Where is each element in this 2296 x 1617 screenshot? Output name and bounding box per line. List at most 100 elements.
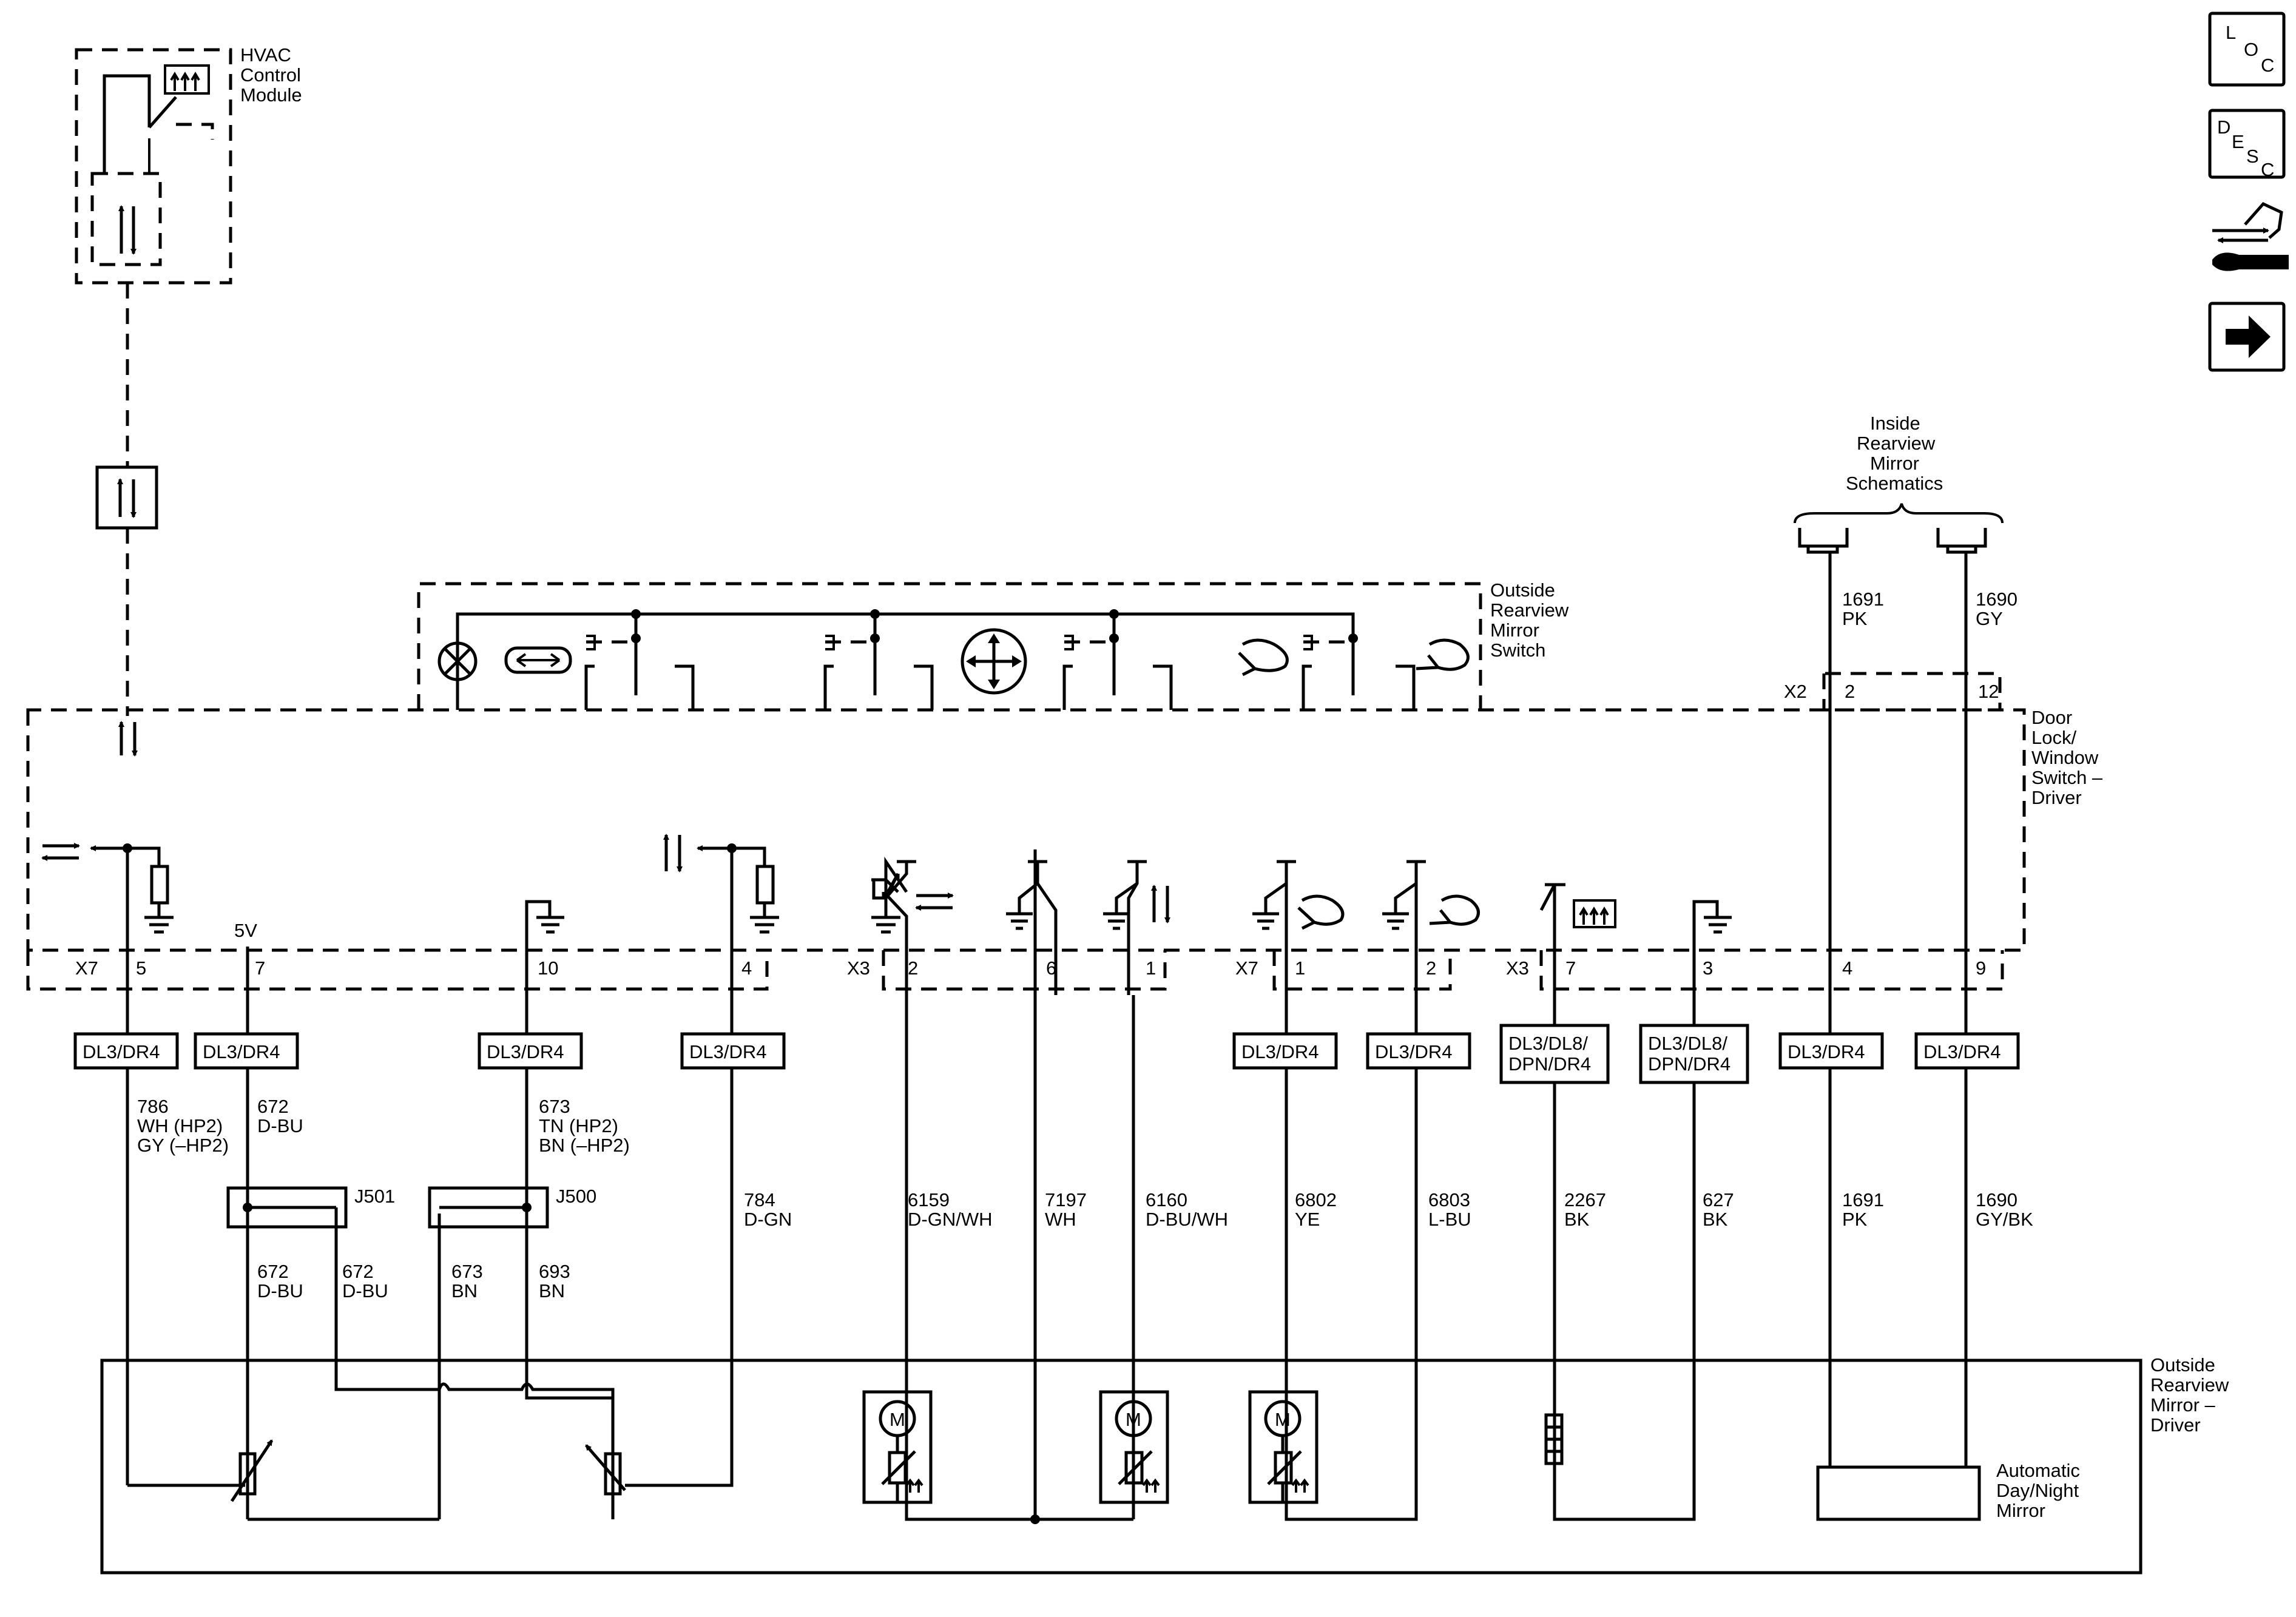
svg-text:10: 10 bbox=[538, 957, 558, 979]
outside-rearview-mirror-switch: Outside Rearview Mirror Switch bbox=[417, 579, 1574, 710]
svg-text:DL3/DL8/: DL3/DL8/ bbox=[1508, 1033, 1588, 1054]
nav-loc-button[interactable]: L O C bbox=[2208, 12, 2286, 87]
hvac-control-module-label: HVAC Control Module bbox=[240, 44, 306, 106]
x2-pin-2: 2 bbox=[1845, 681, 1855, 702]
left-right-motor: M bbox=[862, 1390, 933, 1504]
splice-j500: J500 bbox=[428, 1186, 596, 1229]
svg-text:C: C bbox=[2261, 55, 2274, 76]
hvac-control-module: HVAC Control Module bbox=[75, 44, 306, 285]
svg-text:M: M bbox=[1126, 1409, 1141, 1430]
inside-rearview-mirror-label: Inside Rearview Mirror Schematics bbox=[1846, 413, 1943, 494]
svg-text:3: 3 bbox=[1703, 957, 1713, 979]
up-down-position-icon bbox=[663, 834, 683, 873]
left-right-motor-icon bbox=[915, 893, 954, 911]
svg-text:DPN/DR4: DPN/DR4 bbox=[1508, 1053, 1591, 1075]
svg-text:M: M bbox=[890, 1409, 905, 1430]
svg-text:5: 5 bbox=[136, 957, 146, 979]
x7-connector-label-2: X7 bbox=[1235, 957, 1258, 979]
fold-in-motor-icon bbox=[1297, 894, 1345, 930]
fold-out-motor-icon bbox=[1429, 894, 1480, 926]
nav-next-button[interactable] bbox=[2208, 302, 2286, 372]
svg-text:DL3/DR4: DL3/DR4 bbox=[83, 1041, 160, 1062]
left-right-select-icon bbox=[504, 646, 572, 674]
serial-data-arrows bbox=[118, 721, 138, 757]
arrow-right-icon bbox=[2226, 316, 2271, 358]
up-down-position-sensor bbox=[585, 1444, 626, 1519]
connector-pins: 5 7 10 4 2 6 1 1 2 7 3 4 9 bbox=[136, 957, 1986, 979]
repair-tools-icon[interactable] bbox=[2212, 201, 2289, 271]
mirror-heater-element bbox=[1544, 1413, 1564, 1465]
svg-text:DL3/DR4: DL3/DR4 bbox=[1241, 1041, 1319, 1062]
svg-text:J501: J501 bbox=[354, 1186, 395, 1207]
svg-text:7: 7 bbox=[1565, 957, 1576, 979]
svg-text:1: 1 bbox=[1146, 957, 1156, 979]
door-lock-window-switch-label: Door Lock/ Window Switch – Driver bbox=[2031, 707, 2108, 808]
outside-rearview-mirror-driver: Outside Rearview Mirror – Driver M bbox=[100, 1354, 2234, 1575]
outside-rearview-mirror-driver-label: Outside Rearview Mirror – Driver bbox=[2150, 1354, 2234, 1436]
x3-connector-label: X3 bbox=[847, 957, 870, 979]
svg-text:L: L bbox=[2226, 22, 2236, 43]
rear-defog-icon bbox=[164, 64, 210, 95]
svg-text:4: 4 bbox=[1842, 957, 1852, 979]
switch-contacts bbox=[584, 635, 1416, 710]
svg-text:DL3/DR4: DL3/DR4 bbox=[1788, 1041, 1865, 1062]
x2-pin-12: 12 bbox=[1978, 681, 1999, 702]
svg-text:DL3/DR4: DL3/DR4 bbox=[203, 1041, 280, 1062]
option-boxes: DL3/DR4 DL3/DR4 DL3/DR4 DL3/DR4 DL3/DR4 … bbox=[73, 1024, 2020, 1084]
svg-text:J500: J500 bbox=[556, 1186, 596, 1207]
svg-text:M: M bbox=[1275, 1409, 1291, 1430]
svg-text:6: 6 bbox=[1046, 957, 1056, 979]
splice-j501: J501 bbox=[226, 1186, 395, 1229]
outside-rearview-mirror-switch-label: Outside Rearview Mirror Switch bbox=[1490, 579, 1574, 661]
inside-rearview-mirror-schematics-link[interactable]: Inside Rearview Mirror Schematics bbox=[1794, 413, 2004, 554]
fold-in-icon bbox=[1238, 638, 1289, 677]
x2-connector-label: X2 bbox=[1784, 681, 1807, 702]
serial-data-icon bbox=[95, 465, 158, 530]
svg-text:E: E bbox=[2232, 131, 2244, 152]
fold-motor: M bbox=[1248, 1390, 1319, 1504]
svg-text:7: 7 bbox=[255, 957, 265, 979]
svg-text:DL3/DL8/: DL3/DL8/ bbox=[1648, 1033, 1727, 1054]
mirror-select-indicator-icon bbox=[437, 641, 478, 681]
svg-text:DL3/DR4: DL3/DR4 bbox=[689, 1041, 767, 1062]
left-right-position-icon bbox=[41, 843, 80, 861]
svg-text:C: C bbox=[2261, 159, 2274, 180]
svg-text:2: 2 bbox=[908, 957, 918, 979]
automatic-day-night-mirror: Automatic Day/Night Mirror bbox=[1816, 1460, 2085, 1521]
motor-control-switches bbox=[871, 856, 1480, 995]
svg-text:S: S bbox=[2246, 146, 2259, 167]
automatic-day-night-mirror-label: Automatic Day/Night Mirror bbox=[1996, 1460, 2085, 1521]
x3-connector-label-2: X3 bbox=[1506, 957, 1529, 979]
svg-text:9: 9 bbox=[1976, 957, 1986, 979]
svg-text:1: 1 bbox=[1295, 957, 1305, 979]
fold-out-icon bbox=[1416, 638, 1470, 671]
svg-text:D: D bbox=[2217, 116, 2230, 138]
svg-text:2: 2 bbox=[1426, 957, 1436, 979]
mirror-adjust-joystick-icon bbox=[961, 628, 1027, 695]
circuit-wires bbox=[126, 552, 1968, 1524]
svg-text:DL3/DR4: DL3/DR4 bbox=[1923, 1041, 2001, 1062]
left-right-position-sensor bbox=[230, 1439, 274, 1519]
svg-text:DL3/DR4: DL3/DR4 bbox=[487, 1041, 564, 1062]
up-down-motor-icon bbox=[1151, 885, 1170, 923]
nav-desc-button[interactable]: D E S C bbox=[2208, 109, 2286, 180]
door-lock-window-switch-driver: Door Lock/ Window Switch – Driver X2 2 1… bbox=[26, 672, 2108, 995]
